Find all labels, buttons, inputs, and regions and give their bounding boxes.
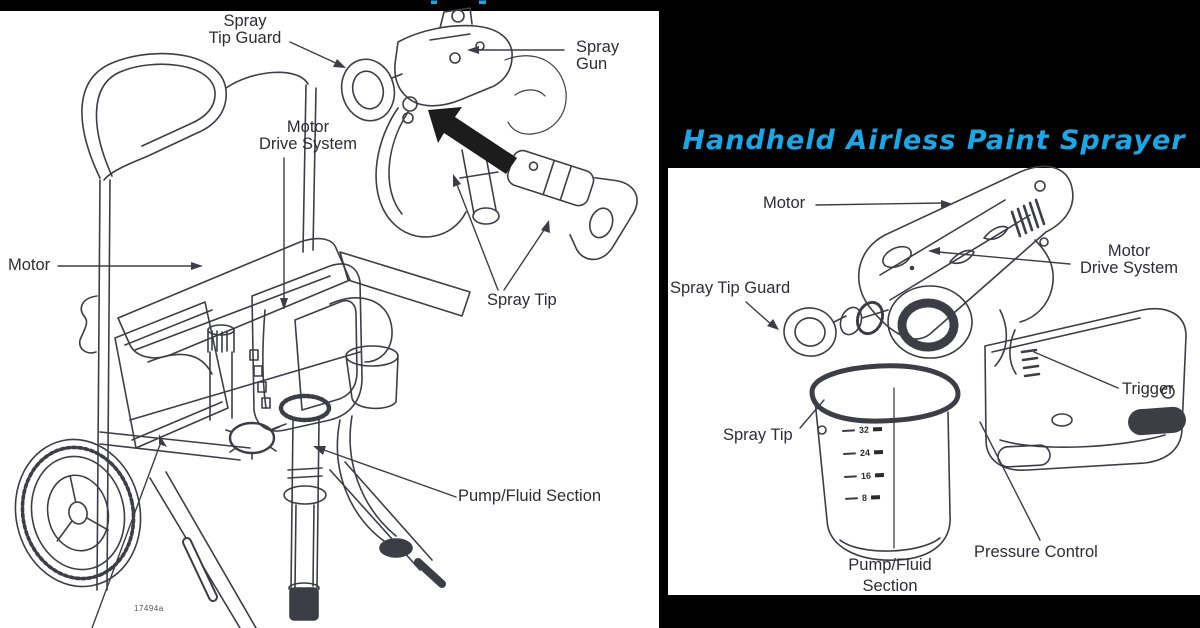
container-marking: 8: [844, 492, 881, 504]
label-motor-handheld: Motor: [763, 194, 806, 212]
handheld-sprayer-panel: [668, 168, 1200, 595]
container-marking: 32: [841, 424, 883, 436]
label-pressure-control: Pressure Control: [974, 543, 1098, 561]
label-motor-drive-system-handheld: Motor Drive System: [1079, 242, 1179, 277]
cart-sprayer-panel: [0, 11, 659, 628]
container-marking: 16: [843, 470, 885, 482]
label-motor-cart: Motor: [8, 256, 51, 274]
figure-code: 17494a: [134, 604, 164, 613]
label-trigger: Trigger: [1122, 380, 1174, 398]
label-spray-gun: Spray Gun: [576, 38, 620, 73]
label-spray-tip-guard-cart: Spray Tip Guard: [208, 12, 282, 47]
label-motor-drive-system-cart: Motor Drive System: [258, 118, 358, 153]
label-spray-tip-handheld: Spray Tip: [723, 426, 793, 444]
label-pump-fluid-section-cart: Pump/Fluid Section: [458, 487, 602, 505]
label-pump-fluid-section-handheld: Pump/Fluid Section: [848, 556, 932, 595]
handheld-title: Handheld Airless Paint Sprayer: [682, 125, 1186, 156]
label-spray-tip-cart: Spray Tip: [487, 291, 557, 309]
label-spray-tip-guard-handheld: Spray Tip Guard: [670, 279, 791, 297]
cropped-title-marks: [431, 0, 486, 4]
container-marking: 24: [842, 447, 884, 459]
